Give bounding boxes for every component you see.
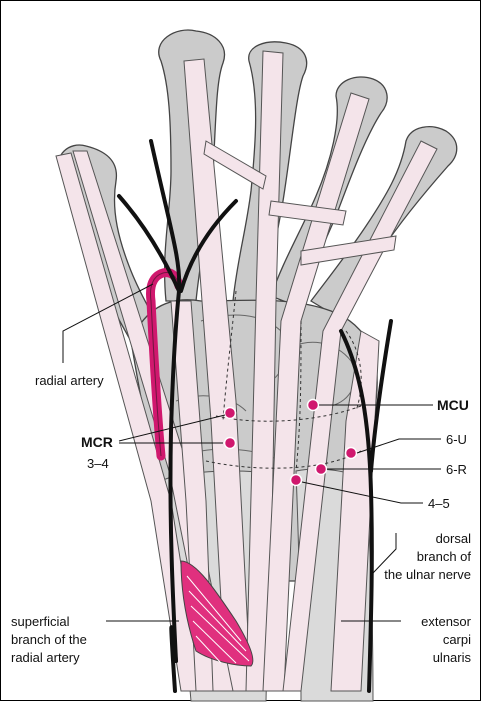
label-superficial-1: superficial xyxy=(11,614,70,629)
label-6-r: 6-R xyxy=(446,462,467,477)
arthroscopy-portals xyxy=(223,398,358,487)
label-superficial-3: radial artery xyxy=(11,650,80,665)
nerves xyxy=(117,139,393,693)
label-6-u: 6-U xyxy=(446,432,467,447)
label-extensor-3: ulnaris xyxy=(433,650,472,665)
label-3-4: 3–4 xyxy=(87,456,109,471)
leader-lines xyxy=(62,283,441,622)
portal-mcu xyxy=(306,398,320,412)
label-radial-artery: radial artery xyxy=(35,373,104,388)
label-dorsal-branch-1: dorsal xyxy=(436,531,472,546)
dorsal-ulnar-nerve xyxy=(339,329,374,693)
label-mcu: MCU xyxy=(437,397,469,413)
label-extensor-2: carpi xyxy=(443,632,471,647)
portal-mcr xyxy=(223,406,237,420)
portal-3-4 xyxy=(223,436,237,450)
label-extensor-1: extensor xyxy=(421,614,472,629)
label-dorsal-branch-2: branch of xyxy=(417,549,472,564)
tendon-little xyxy=(282,140,438,692)
label-4-5: 4–5 xyxy=(428,496,450,511)
extensor-tendons xyxy=(55,50,438,692)
superficial-radial-nerve xyxy=(149,139,182,663)
abductor-muscle xyxy=(180,560,254,667)
label-superficial-2: branch of the xyxy=(11,632,87,647)
portal-4-5 xyxy=(289,473,303,487)
label-dorsal-branch-3: the ulnar nerve xyxy=(384,567,471,582)
label-mcr: MCR xyxy=(81,434,113,450)
labels: radial artery MCR 3–4 MCU 6-U 6-R 4–5 do… xyxy=(11,373,472,665)
portal-6-r xyxy=(314,462,328,476)
portal-6-u xyxy=(344,446,358,460)
extensor-retinaculum-outline xyxy=(215,405,362,422)
